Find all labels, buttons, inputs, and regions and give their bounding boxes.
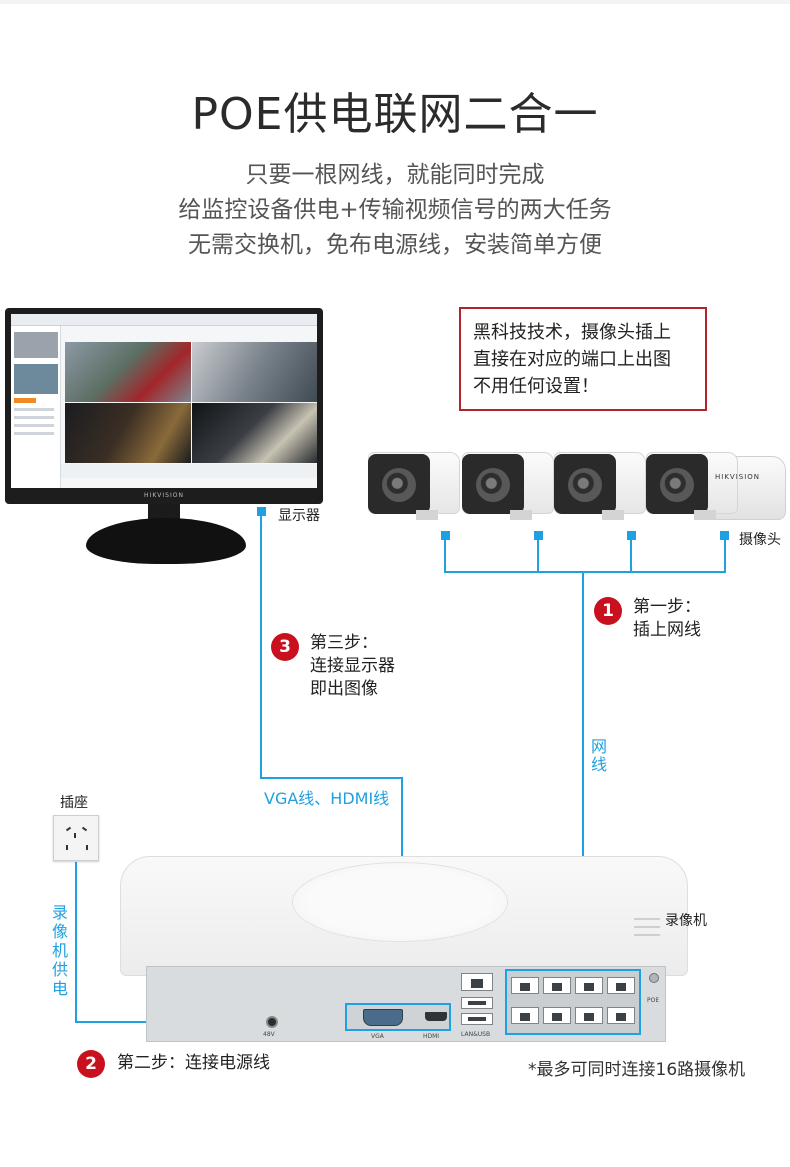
step-3-desc: 连接显示器 <box>310 656 395 676</box>
step-2-desc: 连接电源线 <box>185 1053 270 1073</box>
monitor-brand: HIKVISION <box>144 492 184 499</box>
step-1-text: 第一步： 插上网线 <box>633 596 701 642</box>
video-feed-4 <box>192 403 317 463</box>
hdmi-port-label: HDMI <box>423 1033 440 1040</box>
info-box: 黑科技技术，摄像头插上 直接在对应的端口上出图 不用任何设置！ <box>459 307 707 411</box>
step-3-badge: 3 <box>271 633 299 661</box>
info-line-1: 黑科技技术，摄像头插上 <box>473 322 671 343</box>
screen-toolbar <box>11 314 317 326</box>
poe-port-8 <box>607 1007 635 1024</box>
camera-4 <box>646 452 738 524</box>
step-1-desc: 插上网线 <box>633 620 701 640</box>
vga-port-label: VGA <box>371 1033 384 1040</box>
ground-screw-icon <box>649 973 659 983</box>
video-feed-2 <box>192 342 317 402</box>
step-2-text: 第二步：连接电源线 <box>117 1052 270 1075</box>
usb-port-1 <box>461 997 493 1009</box>
poe-port-7 <box>575 1007 603 1024</box>
video-feed-3 <box>65 403 191 463</box>
poe-port-2 <box>543 977 571 994</box>
step-3-title: 第三步： <box>310 633 378 653</box>
poe-ports-highlight <box>505 969 641 1035</box>
step-2-title: 第二步： <box>117 1053 185 1073</box>
video-out-highlight <box>345 1003 451 1031</box>
step-3-desc2: 即出图像 <box>310 679 378 699</box>
network-cable-label: 网线 <box>591 737 608 774</box>
camera-brand: HIKVISION <box>715 473 761 481</box>
step-1-badge: 1 <box>594 597 622 625</box>
camera-label: 摄像头 <box>739 532 781 548</box>
vga-port <box>363 1009 403 1026</box>
nvr-top-ring <box>292 862 508 942</box>
monitor-label: 显示器 <box>278 508 320 524</box>
poe-port-3 <box>575 977 603 994</box>
poe-port-6 <box>543 1007 571 1024</box>
monitor-screen <box>11 314 317 488</box>
monitor-base <box>86 518 246 564</box>
screen-sidebar <box>11 326 61 488</box>
hdmi-port <box>425 1012 447 1021</box>
poe-port-5 <box>511 1007 539 1024</box>
step-3-text: 第三步： 连接显示器 即出图像 <box>310 632 395 701</box>
lan-usb-label: LAN&USB <box>461 1031 491 1038</box>
info-line-3: 不用任何设置！ <box>473 376 599 397</box>
lan-port <box>461 973 493 991</box>
top-divider <box>0 0 790 4</box>
screen-controls <box>61 464 317 478</box>
step-1-title: 第一步： <box>633 597 701 617</box>
subtitle-line-2: 给监控设备供电+传输视频信号的两大任务 <box>178 197 612 223</box>
subtitle-line-1: 只要一根网线，就能同时完成 <box>245 162 545 188</box>
camera-2 <box>462 452 554 524</box>
power-jack-icon <box>266 1016 278 1028</box>
step-2-badge: 2 <box>77 1050 105 1078</box>
outlet-label: 插座 <box>60 795 88 811</box>
info-line-2: 直接在对应的端口上出图 <box>473 349 671 370</box>
poe-port-1 <box>511 977 539 994</box>
power-outlet <box>53 815 99 861</box>
usb-port-2 <box>461 1013 493 1025</box>
camera-3 <box>554 452 646 524</box>
nvr-label: 录像机 <box>665 913 707 929</box>
power-port-label: 48V <box>263 1031 275 1038</box>
footnote: *最多可同时连接16路摄像机 <box>528 1060 746 1080</box>
page-title: POE供电联网二合一 <box>191 89 599 140</box>
nvr-power-label: 录像机供电 <box>52 903 69 998</box>
poe-label: POE <box>647 997 660 1004</box>
poe-port-4 <box>607 977 635 994</box>
video-feed-1 <box>65 342 191 402</box>
vga-hdmi-label: VGA线、HDMI线 <box>264 789 390 808</box>
camera-1 <box>368 452 460 524</box>
nvr-back-panel: 48V VGA HDMI LAN&USB POE <box>146 966 666 1042</box>
subtitle-line-3: 无需交换机，免布电源线，安装简单方便 <box>188 232 602 258</box>
